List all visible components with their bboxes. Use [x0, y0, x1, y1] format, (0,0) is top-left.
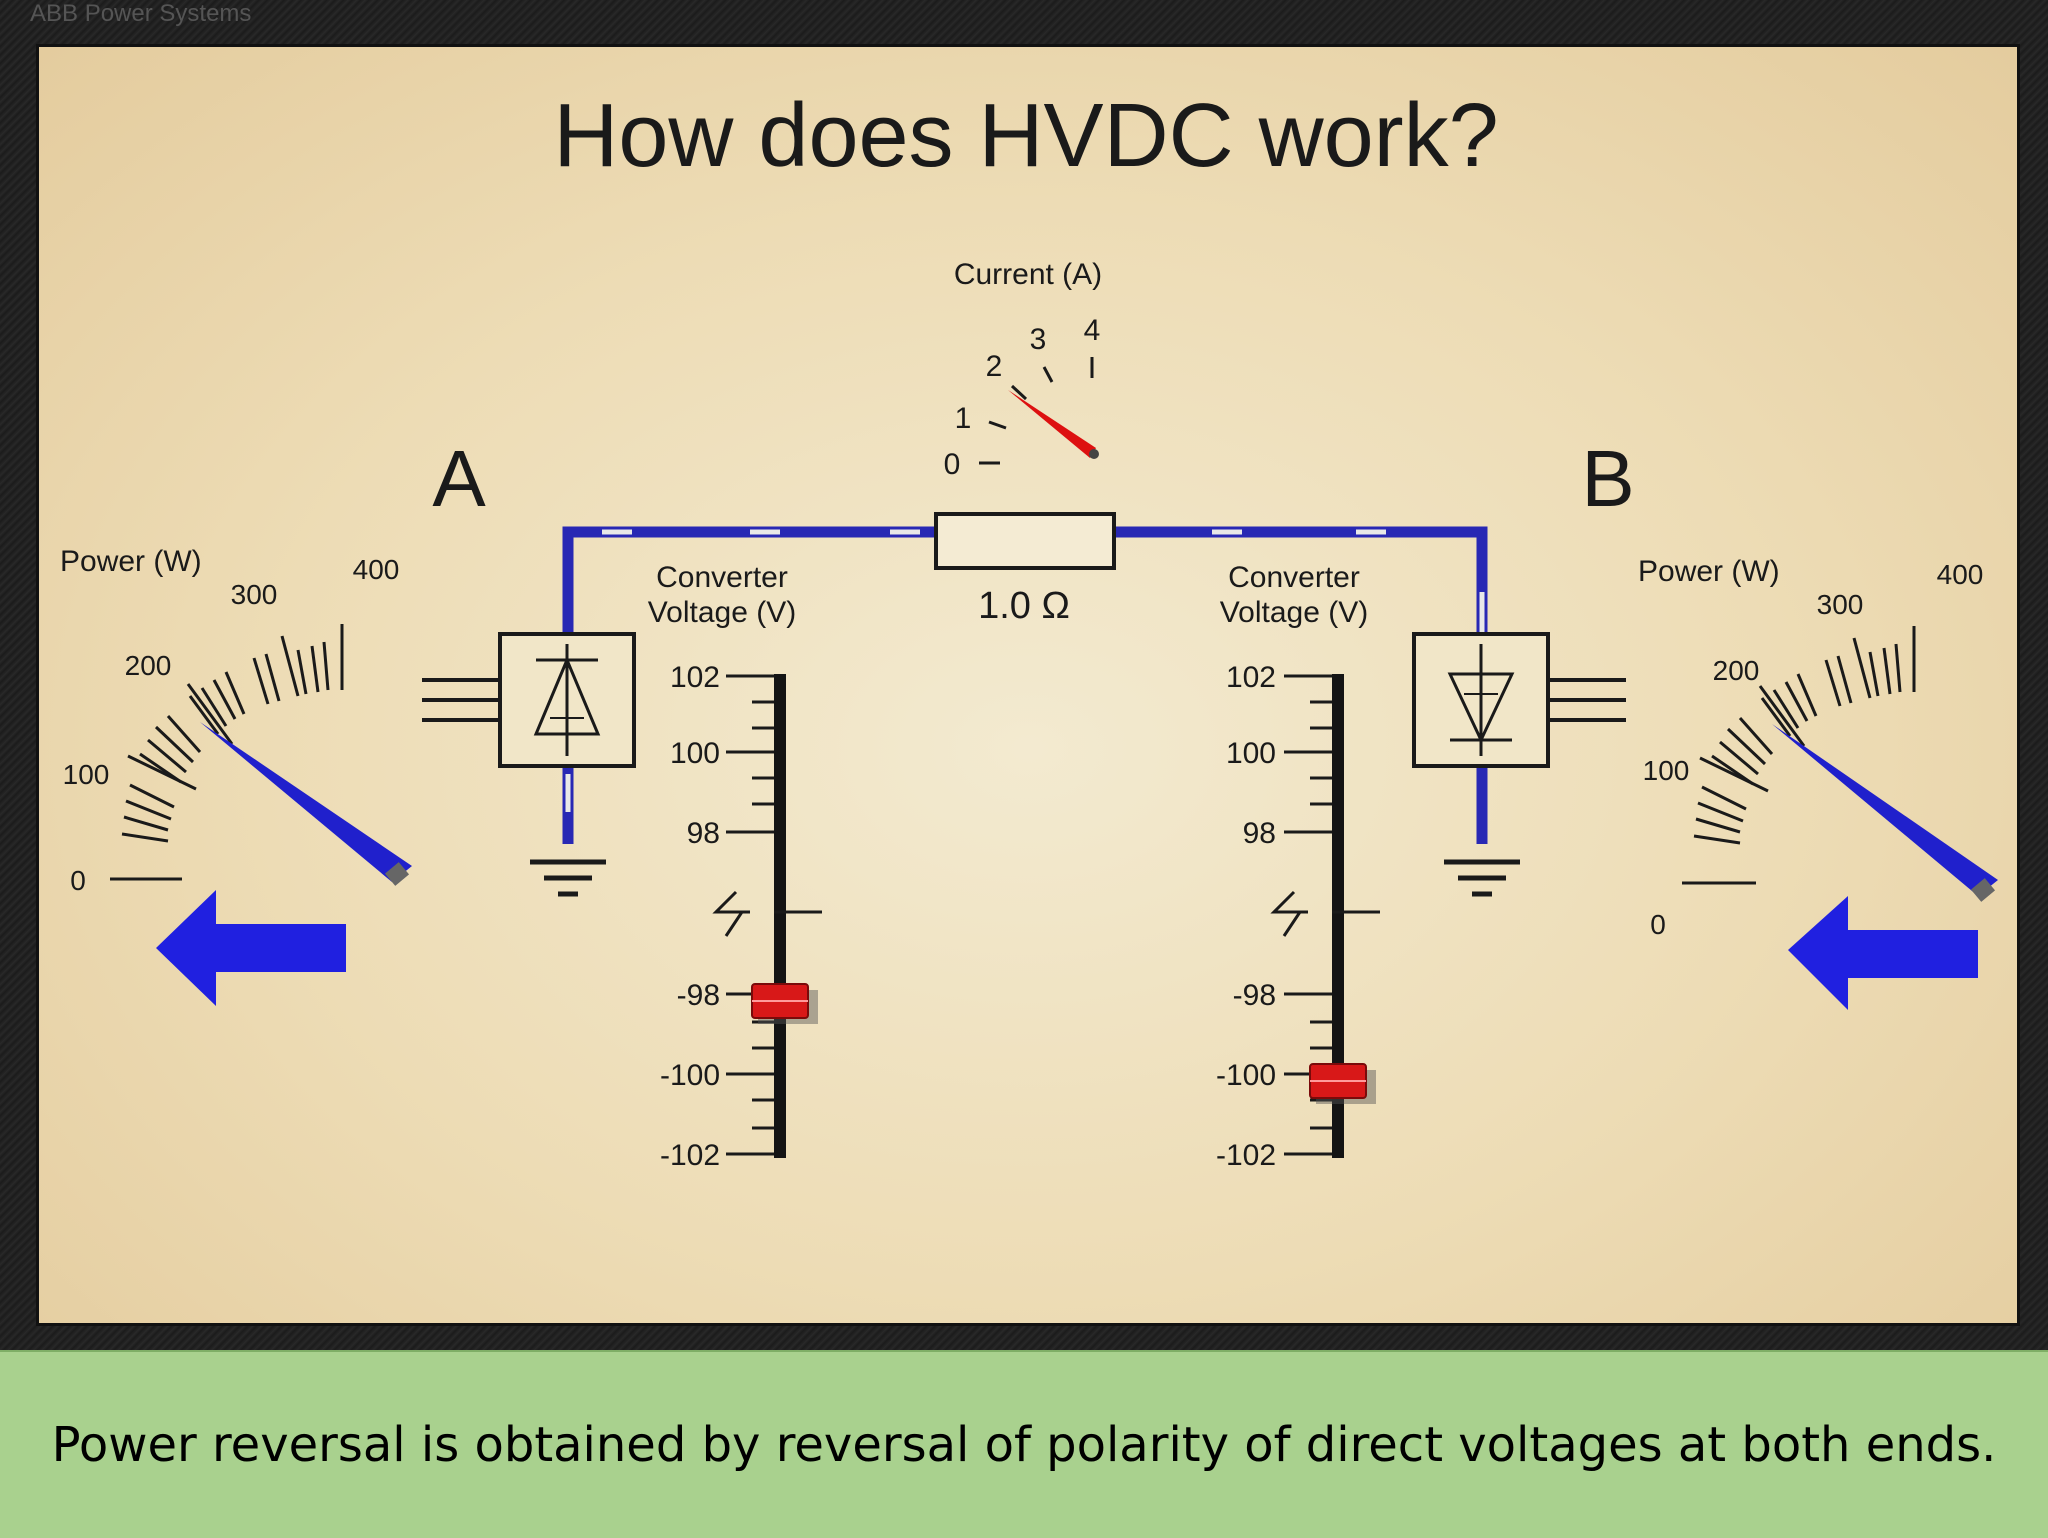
power-b-tick-0: 0	[1650, 909, 1666, 940]
page-title: How does HVDC work?	[553, 86, 1498, 186]
voltage-b-tick-98: 98	[1243, 817, 1276, 850]
ground-a	[530, 859, 606, 897]
power-flow-arrow-b	[1788, 896, 1978, 1010]
converter-a	[422, 632, 636, 768]
power-a-tick-100: 100	[63, 759, 110, 790]
power-b-needle	[1772, 724, 1998, 896]
voltage-a-tick-neg98: -98	[677, 979, 720, 1012]
power-b-tick-200: 200	[1713, 655, 1760, 686]
voltage-b-label-line1: Converter	[1228, 561, 1360, 594]
power-b-tick-100: 100	[1643, 755, 1690, 786]
power-a-tick-200: 200	[125, 650, 172, 681]
voltage-scale-a: Converter Voltage (V) 102 100 98 -98 -10…	[648, 561, 822, 1172]
power-b-tick-400: 400	[1937, 559, 1984, 590]
current-tick-0: 0	[944, 448, 961, 481]
hvdc-diagram: How does HVDC work? 1.0 Ω Current (A) 0 …	[60, 86, 1998, 1172]
power-a-tick-400: 400	[353, 554, 400, 585]
power-a-tick-300: 300	[231, 579, 278, 610]
diagram-panel	[36, 44, 2020, 1326]
resistor-box	[934, 512, 1116, 570]
dc-line-highlights	[565, 529, 1485, 812]
scale-break-b	[1270, 890, 1303, 937]
converter-b	[1412, 632, 1626, 768]
power-meter-b: Power (W) 0 100 200	[1638, 555, 1998, 1010]
voltage-b-label-line2: Voltage (V)	[1220, 596, 1368, 629]
voltage-a-label-line2: Voltage (V)	[648, 596, 796, 629]
current-tick-3: 3	[1030, 323, 1047, 356]
station-a-label: A	[432, 434, 486, 523]
voltage-b-slider[interactable]	[1309, 1063, 1376, 1104]
power-meter-a: Power (W) 0 100 200	[60, 545, 412, 1006]
voltage-a-tick-102: 102	[670, 661, 720, 694]
station-b-label: B	[1581, 434, 1634, 523]
scale-break-a	[712, 890, 745, 937]
current-tick-4: 4	[1084, 314, 1101, 347]
ground-b	[1444, 859, 1520, 897]
current-meter: 0 1 2 3 4	[944, 314, 1101, 481]
voltage-b-tick-100: 100	[1226, 737, 1276, 770]
voltage-scale-b: Converter Voltage (V) 102 100 98 -98 -10…	[1216, 561, 1380, 1172]
voltage-a-tick-100: 100	[670, 737, 720, 770]
voltage-a-slider[interactable]	[751, 983, 818, 1024]
resistor-label: 1.0 Ω	[978, 585, 1070, 627]
voltage-b-tick-102: 102	[1226, 661, 1276, 694]
voltage-a-label-line1: Converter	[656, 561, 788, 594]
voltage-b-tick-neg98: -98	[1233, 979, 1276, 1012]
power-meter-b-label: Power (W)	[1638, 555, 1780, 588]
voltage-b-tick-neg102: -102	[1216, 1139, 1276, 1172]
current-meter-label: Current (A)	[954, 258, 1102, 291]
caption-bar: Power reversal is obtained by reversal o…	[0, 1350, 2048, 1538]
voltage-a-tick-98: 98	[687, 817, 720, 850]
power-b-tick-300: 300	[1817, 589, 1864, 620]
voltage-a-tick-neg102: -102	[660, 1139, 720, 1172]
current-tick-1: 1	[955, 402, 972, 435]
power-meter-a-label: Power (W)	[60, 545, 202, 578]
power-a-tick-0: 0	[70, 865, 86, 896]
vendor-label: ABB Power Systems	[30, 0, 252, 27]
current-tick-2: 2	[986, 350, 1003, 383]
voltage-a-tick-neg100: -100	[660, 1059, 720, 1092]
power-a-needle	[200, 722, 412, 882]
voltage-b-tick-neg100: -100	[1216, 1059, 1276, 1092]
caption-text: Power reversal is obtained by reversal o…	[51, 1417, 1997, 1473]
power-flow-arrow-a	[156, 890, 346, 1006]
current-needle	[1008, 390, 1096, 458]
